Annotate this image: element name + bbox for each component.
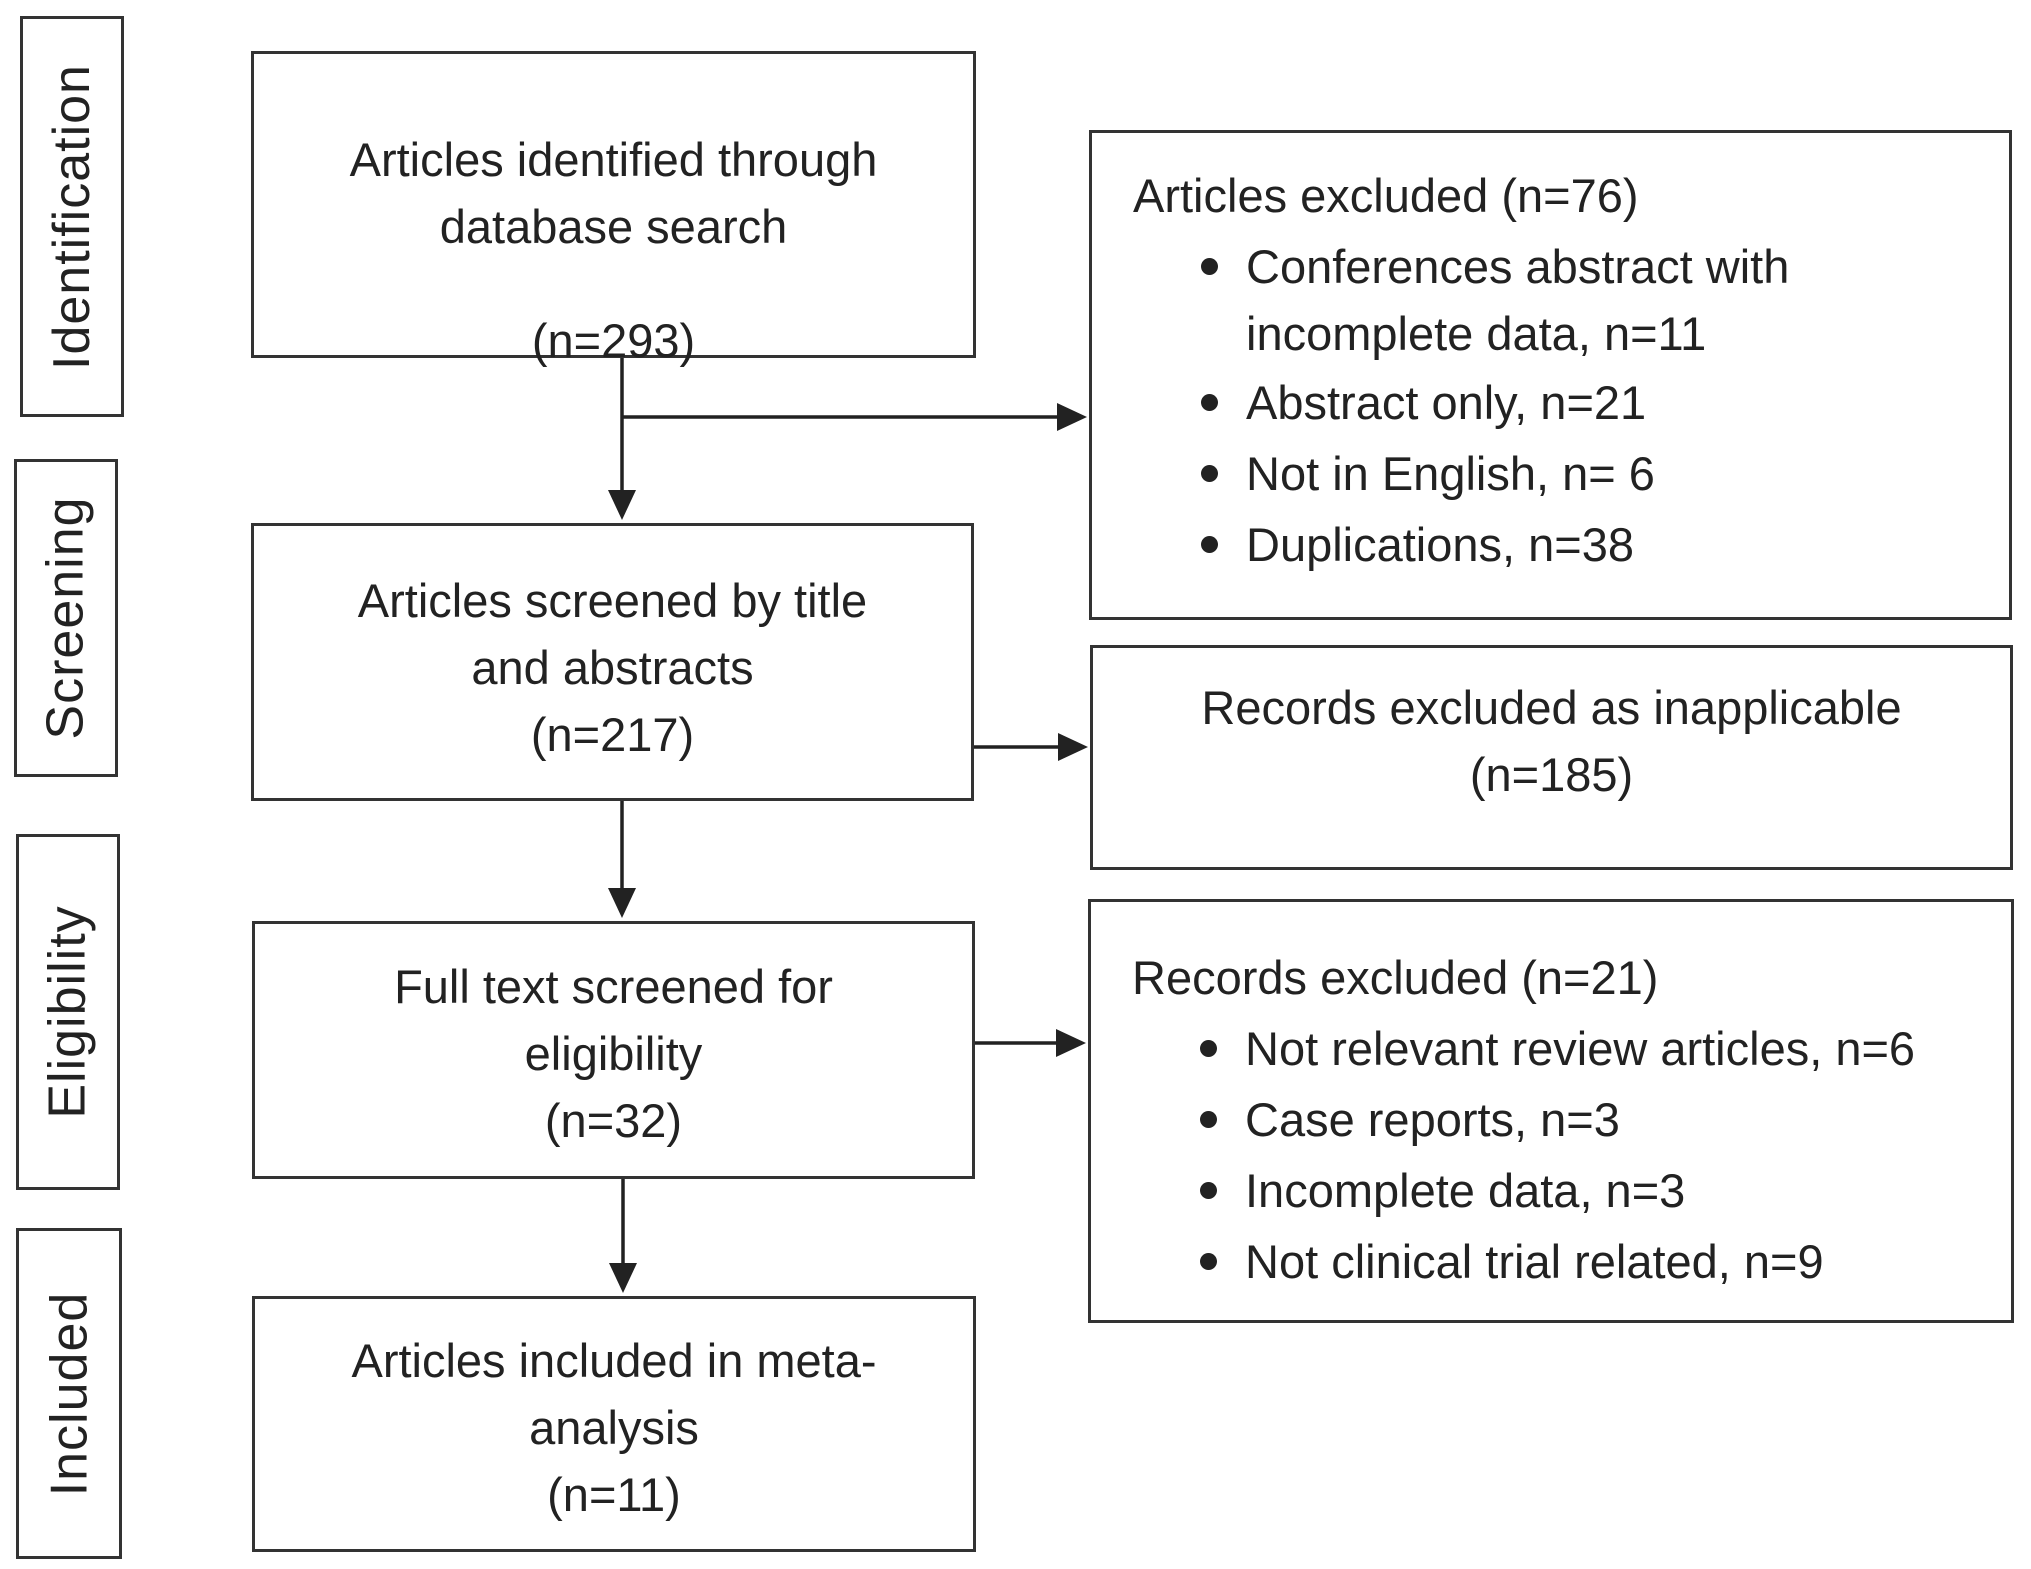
identified-line-1: Articles identified through xyxy=(349,133,878,186)
bullet-icon xyxy=(1200,1040,1217,1057)
box-articles-screened: Articles screened by title and abstracts… xyxy=(251,523,974,801)
excluded-76-item: Conferences abstract with incomplete dat… xyxy=(1133,233,2009,367)
box-articles-identified: Articles identified through database sea… xyxy=(251,51,976,367)
bullet-icon xyxy=(1201,394,1218,411)
included-line-2: analysis xyxy=(529,1401,699,1454)
stage-screening: Screening xyxy=(14,459,118,777)
arrowhead-down-2 xyxy=(608,888,636,918)
excluded-21-item: Case reports, n=3 xyxy=(1132,1084,2011,1155)
excluded-76-title: Articles excluded (n=76) xyxy=(1133,169,1639,222)
screened-line-2: and abstracts xyxy=(471,641,754,694)
arrowhead-right-2 xyxy=(1058,733,1088,761)
arrowhead-right-1 xyxy=(1057,403,1087,431)
stage-label-included: Included xyxy=(40,1291,99,1496)
bullet-icon xyxy=(1201,536,1218,553)
excluded-21-title: Records excluded (n=21) xyxy=(1132,951,1659,1004)
excluded-21-item: Not clinical trial related, n=9 xyxy=(1132,1226,2011,1297)
box-records-excluded: Records excluded (n=21) Not relevant rev… xyxy=(1088,899,2014,1323)
bullet-icon xyxy=(1200,1182,1217,1199)
excluded-21-item-1: Not relevant review articles, n=6 xyxy=(1245,1022,1916,1075)
fulltext-line-2: eligibility xyxy=(524,1027,703,1080)
included-line-1: Articles included in meta- xyxy=(351,1334,877,1387)
fulltext-count: (n=32) xyxy=(544,1094,683,1147)
inapplicable-line-1: Records excluded as inapplicable xyxy=(1201,681,1902,734)
fulltext-line-1: Full text screened for xyxy=(394,960,833,1013)
inapplicable-count: (n=185) xyxy=(1469,748,1634,801)
excluded-21-item: Incomplete data, n=3 xyxy=(1132,1155,2011,1226)
bullet-icon xyxy=(1201,258,1218,275)
bullet-icon xyxy=(1201,465,1218,482)
box-full-text-screened: Full text screened for eligibility (n=32… xyxy=(252,921,975,1179)
excluded-76-item: Not in English, n= 6 xyxy=(1133,438,2009,509)
arrowhead-down-1 xyxy=(608,490,636,520)
stage-label-eligibility: Eligibility xyxy=(39,905,98,1119)
excluded-21-item-4: Not clinical trial related, n=9 xyxy=(1245,1235,1824,1288)
excluded-21-item-2: Case reports, n=3 xyxy=(1245,1093,1620,1146)
arrowhead-right-3 xyxy=(1056,1029,1086,1057)
identified-count: (n=293) xyxy=(531,314,696,367)
box-articles-excluded: Articles excluded (n=76) Conferences abs… xyxy=(1089,130,2012,620)
identified-line-2: database search xyxy=(439,200,788,253)
stage-included: Included xyxy=(16,1228,122,1559)
included-count: (n=11) xyxy=(547,1468,681,1521)
bullet-icon xyxy=(1200,1253,1217,1270)
screened-count: (n=217) xyxy=(530,708,695,761)
arrowhead-down-3 xyxy=(609,1263,637,1293)
excluded-76-item-2: Abstract only, n=21 xyxy=(1246,376,1647,429)
excluded-76-item-3: Not in English, n= 6 xyxy=(1246,447,1655,500)
stage-identification: Identification xyxy=(20,16,124,417)
excluded-76-list: Conferences abstract with incomplete dat… xyxy=(1133,233,2009,580)
box-records-inapplicable: Records excluded as inapplicable (n=185) xyxy=(1090,645,2013,870)
stage-label-screening: Screening xyxy=(37,496,95,740)
excluded-76-item-4: Duplications, n=38 xyxy=(1246,518,1635,571)
excluded-21-list: Not relevant review articles, n=6 Case r… xyxy=(1132,1013,2011,1297)
excluded-21-item: Not relevant review articles, n=6 xyxy=(1132,1013,2011,1084)
excluded-21-item-3: Incomplete data, n=3 xyxy=(1245,1164,1686,1217)
screened-line-1: Articles screened by title xyxy=(357,574,868,627)
excluded-76-item: Abstract only, n=21 xyxy=(1133,367,2009,438)
box-articles-included: Articles included in meta- analysis (n=1… xyxy=(252,1296,976,1552)
bullet-icon xyxy=(1200,1111,1217,1128)
excluded-76-item-1-line-1: Conferences abstract with xyxy=(1246,240,1790,293)
stage-eligibility: Eligibility xyxy=(16,834,120,1190)
excluded-76-item: Duplications, n=38 xyxy=(1133,509,2009,580)
stage-label-identification: Identification xyxy=(43,63,101,370)
excluded-76-item-1-line-2: incomplete data, n=11 xyxy=(1246,307,1707,360)
